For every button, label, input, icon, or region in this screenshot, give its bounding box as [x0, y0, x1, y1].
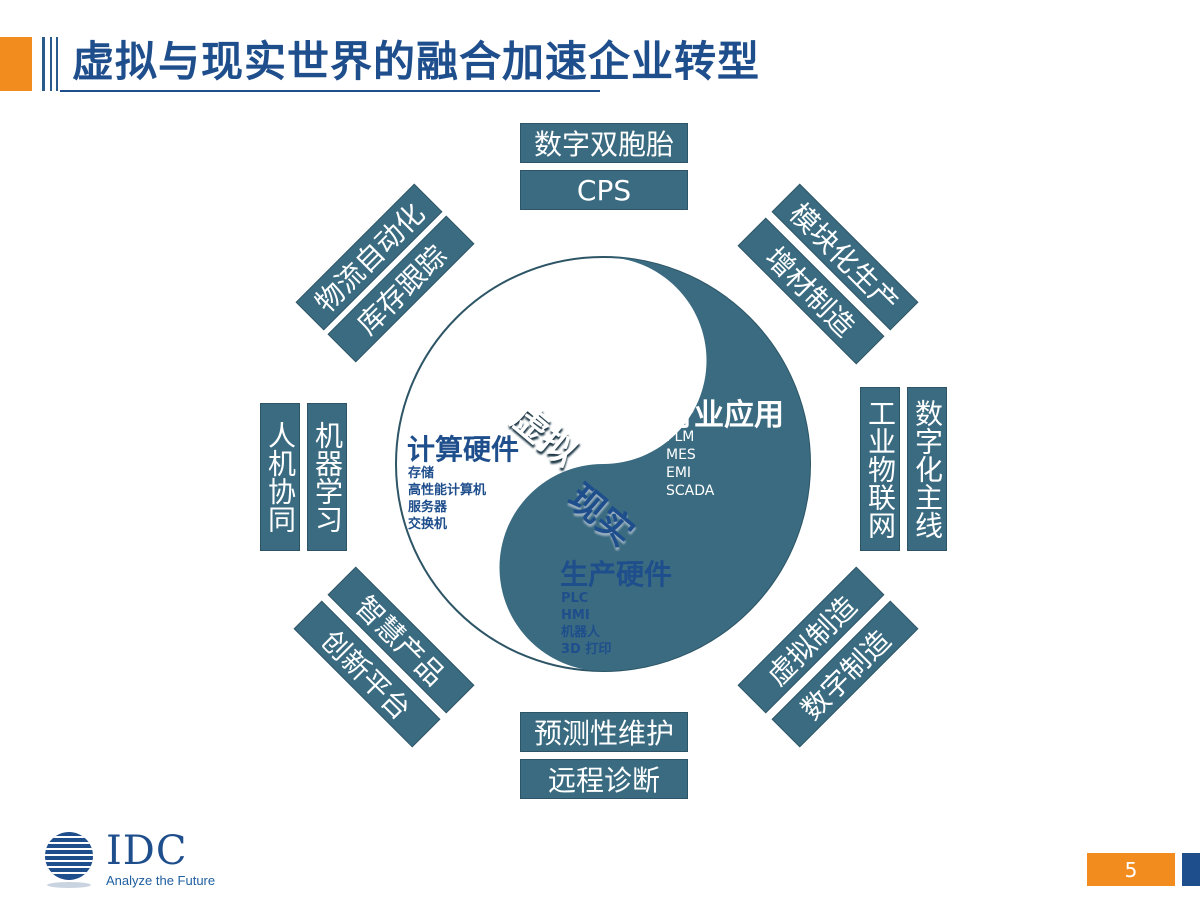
compute-item: 服务器 [408, 500, 448, 515]
it-item: ERP [564, 314, 592, 330]
production-item: HMI [561, 608, 590, 623]
industry-items: PLM MES EMI SCADA [666, 428, 714, 500]
compute-item: 高性能计算机 [408, 483, 487, 498]
page-title: 虚拟与现实世界的融合加速企业转型 [72, 37, 761, 86]
page-number: 5 [1087, 853, 1175, 886]
label-predictive-maintenance: 预测性维护 [521, 713, 687, 751]
industry-item: PLM [666, 429, 695, 445]
yin-dark-half [499, 257, 810, 671]
title-decoration [50, 37, 52, 91]
title-underline [60, 90, 600, 92]
it-item: EAM [564, 368, 595, 384]
label-human-machine: 人机协同 [261, 404, 299, 550]
label-remote-diagnosis: 远程诊断 [521, 760, 687, 798]
compute-items: 存储 高性能计算机 服务器 交换机 [408, 465, 486, 533]
title-decoration [56, 37, 58, 91]
production-heading: 生产硬件 [560, 558, 673, 591]
industry-item: EMI [666, 465, 692, 481]
it-heading: IT应用 [562, 282, 654, 317]
production-item: PLC [561, 591, 589, 606]
label-cps: CPS [521, 171, 687, 209]
industry-item: SCADA [666, 483, 715, 499]
production-items: PLC HMI 机器人 3D 打印 [561, 590, 611, 658]
it-item: CRM [564, 332, 596, 348]
it-item: SCM [564, 350, 595, 366]
compute-item: 存储 [408, 466, 435, 481]
compute-item: 交换机 [408, 517, 448, 532]
label-machine-learning: 机器学习 [308, 404, 346, 550]
page-number-tab [1182, 853, 1200, 886]
label-digital-twin: 数字双胞胎 [521, 124, 687, 162]
it-items: ERP CRM SCM EAM [564, 313, 596, 385]
production-item: 3D 打印 [561, 642, 612, 657]
production-item: 机器人 [561, 625, 601, 640]
industry-heading: 行业应用 [664, 398, 784, 433]
accent-bar [0, 37, 32, 91]
title-decoration [42, 37, 45, 91]
idc-logo-text: IDC [106, 828, 188, 874]
label-iiot: 工业物联网 [861, 388, 899, 550]
idc-tagline: Analyze the Future [106, 873, 216, 888]
label-digital-thread: 数字化主线 [908, 388, 946, 550]
industry-item: MES [666, 447, 696, 463]
idc-globe-icon [45, 832, 93, 888]
compute-heading: 计算硬件 [407, 433, 520, 466]
